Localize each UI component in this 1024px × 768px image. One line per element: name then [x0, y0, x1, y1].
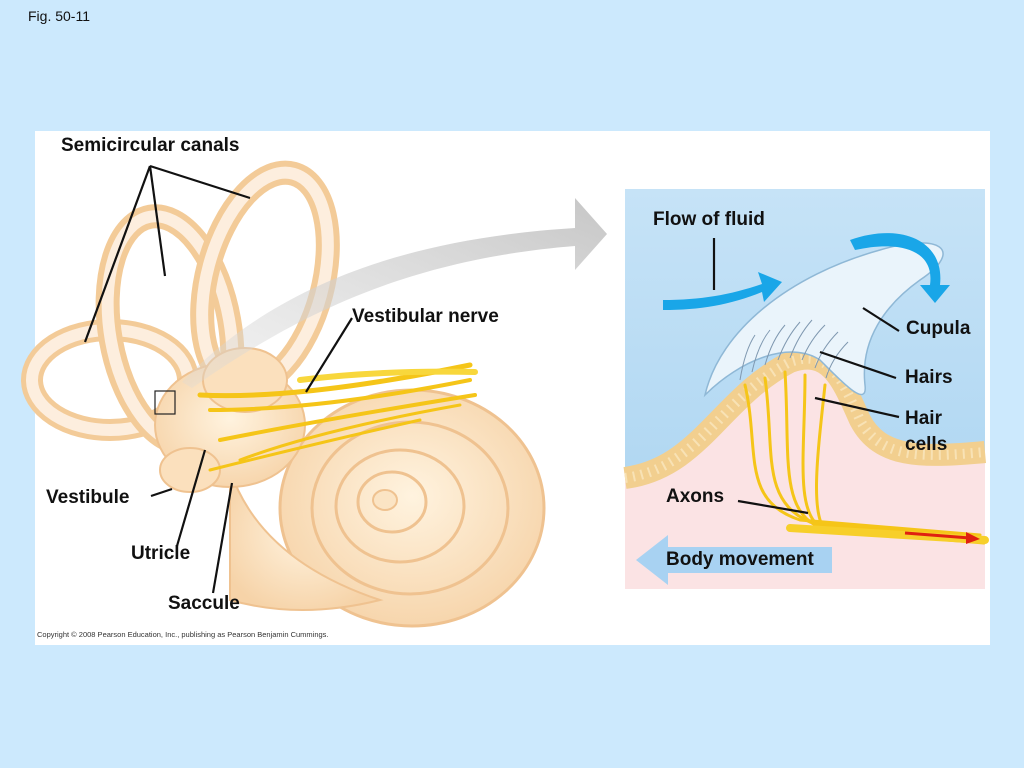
label-hairs: Hairs [905, 367, 953, 388]
vestibular-nerve-fibers [197, 362, 478, 472]
hairs [739, 319, 849, 381]
inner-ear-illustration [21, 160, 546, 628]
label-vestibular-nerve: Vestibular nerve [352, 306, 499, 327]
figure-number: Fig. 50-11 [28, 8, 90, 24]
copyright-notice: Copyright © 2008 Pearson Education, Inc.… [37, 630, 329, 639]
label-semicircular-canals: Semicircular canals [61, 135, 240, 156]
label-cupula: Cupula [906, 318, 971, 339]
magnify-arrow [182, 198, 607, 388]
label-flow-of-fluid: Flow of fluid [653, 209, 765, 230]
label-utricle: Utricle [131, 543, 191, 564]
signal-arrow [904, 531, 980, 544]
label-hair-cells-line1: Hair [905, 408, 942, 429]
cupula-detail [623, 189, 989, 589]
label-axons: Axons [666, 486, 725, 507]
cochlea [229, 388, 546, 628]
leader-lines [83, 164, 900, 594]
label-hair-cells-line2: cells [905, 434, 948, 455]
flow-arrow-left [663, 272, 782, 310]
label-saccule: Saccule [168, 593, 240, 614]
flow-arrow-right [850, 233, 950, 303]
cupula [703, 242, 944, 398]
label-body-movement: Body movement [666, 549, 814, 570]
label-vestibule: Vestibule [46, 487, 130, 508]
highlight-box [154, 390, 176, 415]
body-movement-arrow [636, 535, 832, 585]
